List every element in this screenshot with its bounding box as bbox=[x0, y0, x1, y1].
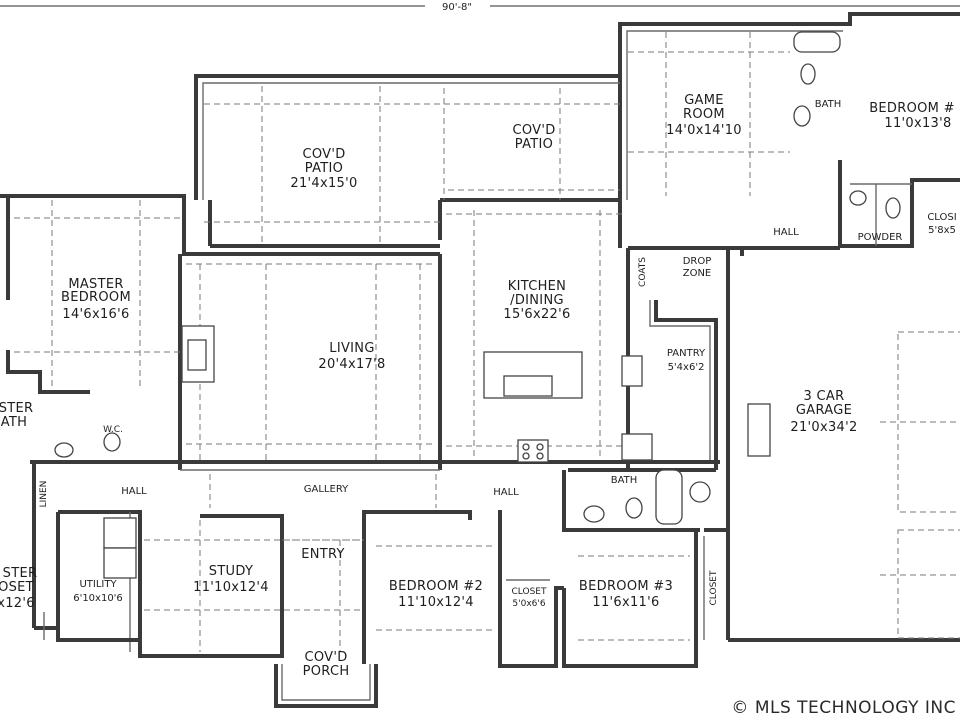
study-size: 11'10x12'4 bbox=[193, 580, 269, 595]
closet-upper-size: 5'8x5 bbox=[928, 225, 956, 236]
bedroom4-size: 11'0x13'8 bbox=[884, 116, 951, 131]
closet-upper-name: CLOSI bbox=[927, 212, 956, 223]
patio-right-name-2: PATIO bbox=[515, 137, 553, 152]
bath-upper-name: BATH bbox=[815, 99, 842, 110]
kitchen-name-2: /DINING bbox=[510, 293, 564, 308]
walls bbox=[0, 12, 960, 708]
master-bath-name-1: STER bbox=[0, 401, 33, 416]
bedroom2-name: BEDROOM #2 bbox=[389, 579, 483, 594]
patio-right-name-1: COV'D bbox=[512, 123, 555, 138]
copyright-watermark: © MLS TECHNOLOGY INC bbox=[731, 698, 956, 718]
closet-b3-name: CLOSET bbox=[709, 570, 719, 605]
patio-left-name-2: PATIO bbox=[305, 161, 343, 176]
bedroom3-size: 11'6x11'6 bbox=[592, 595, 659, 610]
patio-left-name-1: COV'D bbox=[302, 147, 345, 162]
master-closet-name-1: STER bbox=[3, 566, 38, 581]
bath-lower-name: BATH bbox=[611, 475, 638, 486]
study-name: STUDY bbox=[209, 564, 253, 579]
kitchen-name-1: KITCHEN bbox=[508, 279, 566, 294]
gallery-name: GALLERY bbox=[304, 484, 349, 495]
closet-b2-size: 5'0x6'6 bbox=[512, 599, 545, 609]
pantry-name: PANTRY bbox=[667, 348, 706, 359]
master-bedroom-size: 14'6x16'6 bbox=[62, 307, 129, 322]
game-room-name-1: GAME bbox=[684, 93, 724, 108]
kitchen-size: 15'6x22'6 bbox=[503, 307, 570, 322]
hall-mid-name: HALL bbox=[493, 487, 519, 498]
hall-left-name: HALL bbox=[121, 486, 147, 497]
bedroom2-size: 11'10x12'4 bbox=[398, 595, 474, 610]
closet-b2-name: CLOSET bbox=[512, 587, 547, 597]
utility-name: UTILITY bbox=[79, 579, 117, 590]
hall-upper-name: HALL bbox=[773, 227, 799, 238]
entry-name: ENTRY bbox=[301, 547, 345, 562]
game-room-size: 14'0x14'10 bbox=[666, 123, 742, 138]
room-labels: COV'D PATIO 21'4x15'0 COV'D PATIO GAME R… bbox=[0, 93, 957, 679]
pantry-size: 5'4x6'2 bbox=[668, 362, 705, 373]
dashed-lines bbox=[14, 32, 960, 652]
porch-name-2: PORCH bbox=[303, 664, 350, 679]
overall-dimension-label: 90'-8" bbox=[442, 2, 472, 13]
living-name: LIVING bbox=[329, 341, 374, 356]
garage-size: 21'0x34'2 bbox=[790, 420, 857, 435]
wc-name: W.C. bbox=[103, 425, 123, 435]
powder-name: POWDER bbox=[858, 232, 903, 243]
drop-zone-name-2: ZONE bbox=[683, 268, 712, 279]
master-bedroom-name-1: MASTER bbox=[68, 277, 123, 292]
patio-left-size: 21'4x15'0 bbox=[290, 176, 357, 191]
living-size: 20'4x17'8 bbox=[318, 357, 385, 372]
game-room-name-2: ROOM bbox=[683, 107, 725, 122]
coats-name: COATS bbox=[638, 257, 648, 287]
garage-name-1: 3 CAR bbox=[804, 389, 845, 404]
bedroom3-name: BEDROOM #3 bbox=[579, 579, 673, 594]
master-bedroom-name-2: BEDROOM bbox=[61, 290, 131, 305]
utility-size: 6'10x10'6 bbox=[73, 593, 123, 604]
master-closet-size: x12'6 bbox=[0, 596, 35, 611]
bedroom4-name: BEDROOM # bbox=[869, 101, 955, 116]
linen-name: LINEN bbox=[39, 481, 49, 508]
master-bath-name-2: ATH bbox=[1, 415, 28, 430]
porch-name-1: COV'D bbox=[304, 650, 347, 665]
drop-zone-name-1: DROP bbox=[683, 256, 712, 267]
master-closet-name-2: OSET bbox=[0, 580, 34, 595]
overall-dimension-line: 90'-8" bbox=[0, 2, 960, 13]
fixtures bbox=[54, 31, 901, 579]
garage-name-2: GARAGE bbox=[796, 403, 852, 418]
